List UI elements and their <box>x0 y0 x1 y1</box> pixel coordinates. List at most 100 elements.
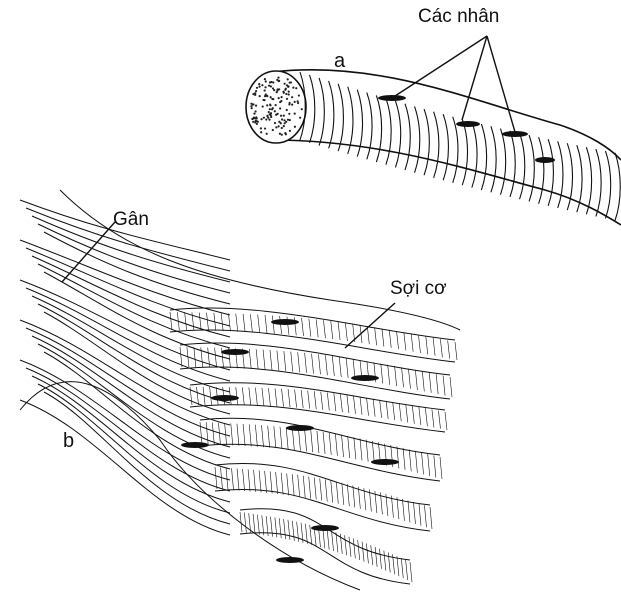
cut-end-stipple <box>272 87 274 89</box>
bundle-striation <box>429 373 431 393</box>
cut-end-stipple <box>283 115 285 117</box>
bundle-striation <box>349 537 351 557</box>
bundle-striation <box>265 471 267 493</box>
bundle-striation <box>433 338 435 356</box>
cut-end-stipple <box>284 83 286 85</box>
bundle-striation <box>221 313 223 331</box>
cut-end-stipple <box>256 87 258 89</box>
cut-end-stipple <box>264 78 266 80</box>
tendon-strand <box>20 240 230 315</box>
tendon-strand <box>32 296 230 392</box>
bundle-striation <box>320 478 322 500</box>
bundle-striation <box>207 313 209 331</box>
cut-end-stipple <box>264 95 266 97</box>
bundle-striation <box>338 322 340 340</box>
bundle-striation <box>256 349 258 369</box>
cut-end-stipple <box>288 113 290 115</box>
bundle-striation <box>354 437 356 459</box>
tendon-outline-lower <box>20 382 360 590</box>
cut-end-stipple <box>277 113 279 115</box>
bundle-striation <box>380 400 382 418</box>
bundle-striation <box>366 543 368 563</box>
bundle-striation <box>397 556 399 576</box>
bundle-striation <box>170 312 172 330</box>
bundle-striation <box>284 351 286 371</box>
fiber-pointer-line <box>345 303 395 348</box>
bundle-striation <box>389 330 391 348</box>
fiber-striation <box>481 124 486 190</box>
fiber-nucleus <box>271 319 299 325</box>
bundle-striation <box>388 365 390 385</box>
bundle-striation <box>301 390 303 408</box>
bundle-striation <box>340 394 342 412</box>
bundle-striation <box>243 424 245 446</box>
bundle-striation <box>280 427 282 449</box>
bundle-striation <box>443 376 445 396</box>
cut-end-stipple <box>292 87 294 89</box>
bundle-striation <box>397 446 399 468</box>
label-tendon: Gân <box>113 209 149 231</box>
fiber-striation <box>548 139 553 206</box>
bundle-striation <box>199 313 201 331</box>
cut-end-stipple <box>275 126 277 128</box>
fiber-striation <box>500 129 505 195</box>
cut-end-stipple <box>270 85 272 87</box>
fiber-striation <box>605 151 610 219</box>
bundle-striation <box>445 412 447 430</box>
fiber-striation <box>367 93 372 160</box>
bundle-striation <box>263 350 265 370</box>
bundle-striation <box>403 448 405 470</box>
bundle-striation <box>402 499 404 521</box>
bundle-striation <box>190 387 192 405</box>
cut-end-stipple <box>264 127 266 129</box>
cut-end-stipple <box>289 82 291 84</box>
fiber-nucleus <box>456 121 480 127</box>
bundle-striation <box>419 407 421 425</box>
cut-end-stipple <box>283 119 285 121</box>
bundle-striation <box>287 473 289 495</box>
bundle-striation <box>353 538 355 558</box>
fiber-striation <box>520 133 525 199</box>
bundle-striation <box>268 388 270 406</box>
bundle-striation <box>231 423 233 445</box>
bundle-striation <box>248 469 250 491</box>
bundle-striation <box>257 515 259 535</box>
bundle-striation <box>422 452 424 474</box>
bundle-striation <box>318 354 320 374</box>
bundle-striation <box>401 558 403 578</box>
bundle-striation <box>382 329 384 347</box>
label-nuclei: Các nhân <box>418 6 499 28</box>
cut-end-stipple <box>287 119 289 121</box>
bundle-striation <box>249 349 251 369</box>
tendon-strand <box>44 232 230 304</box>
bundle-striation <box>419 504 421 526</box>
fiber-striation <box>395 101 400 167</box>
cut-end-stipple <box>281 118 283 120</box>
bundle-striation <box>347 484 349 506</box>
cut-end-stipple <box>267 117 269 119</box>
bundle-striation <box>208 348 210 368</box>
bundle-striation <box>284 519 286 539</box>
bundle-striation <box>342 483 344 505</box>
fiber-striation <box>615 153 620 221</box>
bundle-striation <box>345 323 347 341</box>
fiber-nucleus <box>351 375 379 381</box>
cut-end-stipple <box>278 125 280 127</box>
bundle-striation <box>303 476 305 498</box>
bundle-striation <box>275 517 277 537</box>
cut-end-stipple <box>298 94 300 96</box>
bundle-striation <box>311 430 313 452</box>
fiber-striation <box>443 114 448 180</box>
bundle-striation <box>430 507 432 529</box>
fiber-striation <box>596 149 601 216</box>
fiber-nucleus <box>181 442 209 448</box>
bundle-striation <box>440 339 442 357</box>
cut-end-stipple <box>265 118 267 120</box>
bundle-striation <box>255 425 257 447</box>
cut-end-stipple <box>254 110 256 112</box>
bundle-striation <box>331 481 333 503</box>
bundle-striation <box>362 542 364 562</box>
fiber-striation <box>529 135 534 201</box>
cut-end-stipple <box>278 97 280 99</box>
bundle-striation <box>197 387 199 405</box>
